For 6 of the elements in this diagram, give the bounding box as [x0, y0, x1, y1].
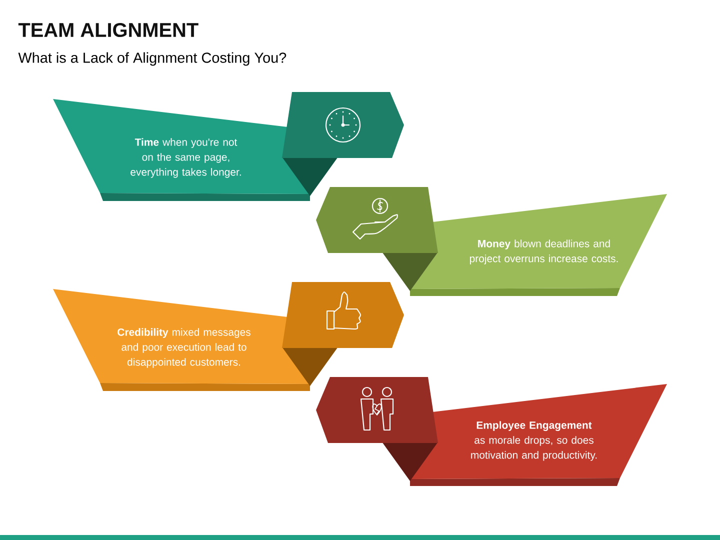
ribbon-banner: Money blown deadlines and project overruns increase costs.	[410, 194, 667, 296]
subtitle: What is a Lack of Alignment Costing You?	[18, 52, 286, 66]
ribbon-banner: Credibility mixed messages and poor execution lead to disappointed customers.	[53, 289, 310, 391]
title: TEAM ALIGNMENT	[18, 22, 198, 38]
ribbon-banner: Employee Engagement as morale drops, so does motivation and productivity.	[410, 384, 667, 486]
ribbon-banner: Time when you're not on the same page, everything takes longer.	[53, 99, 310, 201]
